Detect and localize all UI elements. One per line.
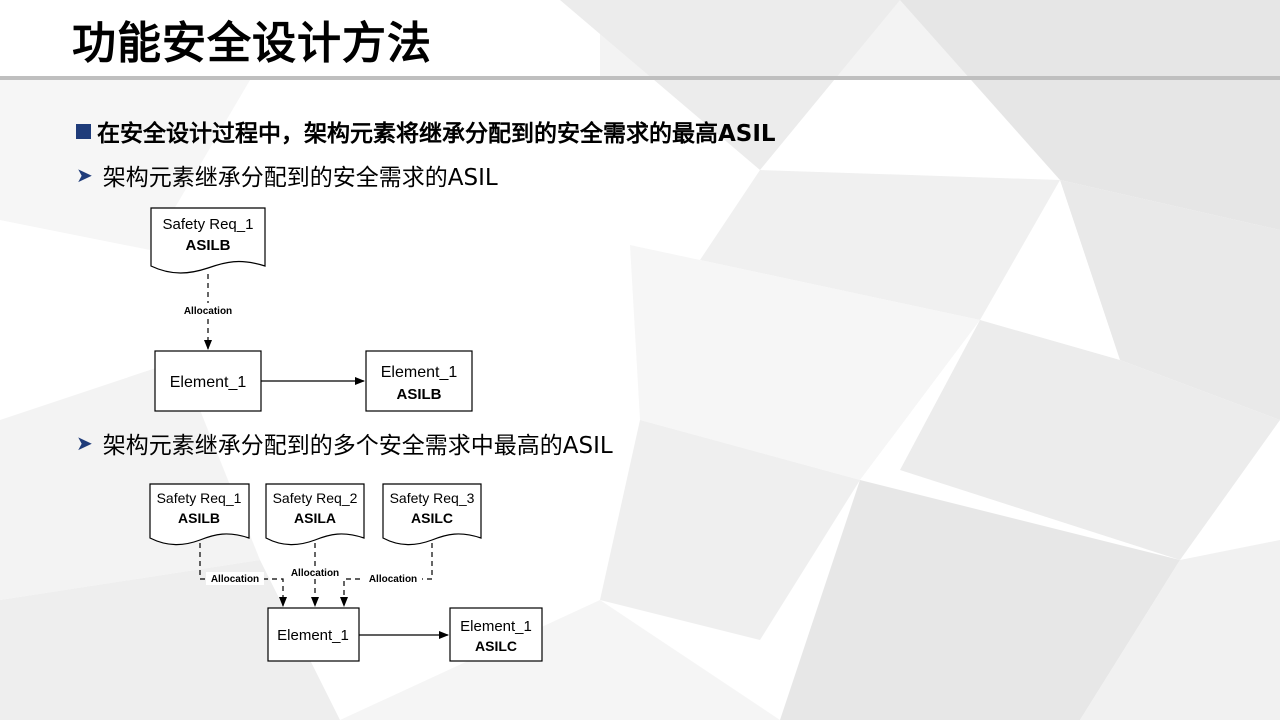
safety-req-1-name: Safety Req_1 <box>157 490 242 506</box>
arrow-bullet-icon: ➤ <box>76 163 93 187</box>
main-bullet: 在安全设计过程中，架构元素将继承分配到的安全需求的最高ASIL <box>76 114 776 148</box>
result-element-box <box>365 350 473 412</box>
sub-bullet-1: ➤ 架构元素继承分配到的安全需求的ASIL <box>76 158 498 192</box>
allocation-label-bg <box>364 572 422 585</box>
safety-req-1-doc-shape <box>149 483 250 546</box>
result-element-asil: ASILB <box>397 386 442 403</box>
sub-bullet-2-text: 架构元素继承分配到的多个安全需求中最高的ASIL <box>102 433 613 459</box>
diagram-1: Safety Req_1 ASILB Allocation Element_1 … <box>150 207 473 412</box>
diagram-2: Safety Req_1 ASILB Safety Req_2 ASILA Sa… <box>149 483 543 662</box>
result-element-asil: ASILC <box>475 638 517 654</box>
safety-req-3-doc-shape <box>382 483 482 546</box>
square-bullet-icon <box>76 123 91 139</box>
arrow-bullet-icon: ➤ <box>76 431 93 455</box>
safety-req-1-asil: ASILB <box>178 510 220 526</box>
allocation-label: Allocation <box>184 306 232 317</box>
main-bullet-text: 在安全设计过程中，架构元素将继承分配到的安全需求的最高ASIL <box>97 121 776 147</box>
page-title: 功能安全设计方法 <box>72 18 432 69</box>
safety-req-2-doc-shape <box>265 483 365 546</box>
element-label: Element_1 <box>277 627 349 644</box>
title-divider <box>0 76 1280 80</box>
element-box <box>154 350 262 412</box>
safety-req-3-name: Safety Req_3 <box>390 490 475 506</box>
result-element-name: Element_1 <box>460 618 532 635</box>
sub-bullet-2: ➤ 架构元素继承分配到的多个安全需求中最高的ASIL <box>76 426 613 460</box>
element-box <box>267 607 360 662</box>
safety-req-1-doc-shape <box>150 207 266 274</box>
safety-req-2-asil: ASILA <box>294 510 336 526</box>
allocation-label-mid: Allocation <box>291 568 339 579</box>
element-label: Element_1 <box>170 374 247 391</box>
allocation-label-bg <box>206 572 264 585</box>
safety-req-1-name: Safety Req_1 <box>163 216 254 233</box>
allocation-line-left <box>199 543 287 607</box>
allocation-label-bg <box>176 303 240 317</box>
allocation-label-bg <box>287 566 343 579</box>
allocation-label-right: Allocation <box>369 574 417 585</box>
allocation-line-right <box>340 543 433 607</box>
safety-req-2-name: Safety Req_2 <box>273 490 358 506</box>
result-element-name: Element_1 <box>381 364 458 381</box>
safety-req-3-asil: ASILC <box>411 510 453 526</box>
result-element-box <box>449 607 543 662</box>
allocation-label-left: Allocation <box>211 574 259 585</box>
safety-req-1-asil: ASILB <box>186 237 231 254</box>
sub-bullet-1-text: 架构元素继承分配到的安全需求的ASIL <box>102 165 498 191</box>
